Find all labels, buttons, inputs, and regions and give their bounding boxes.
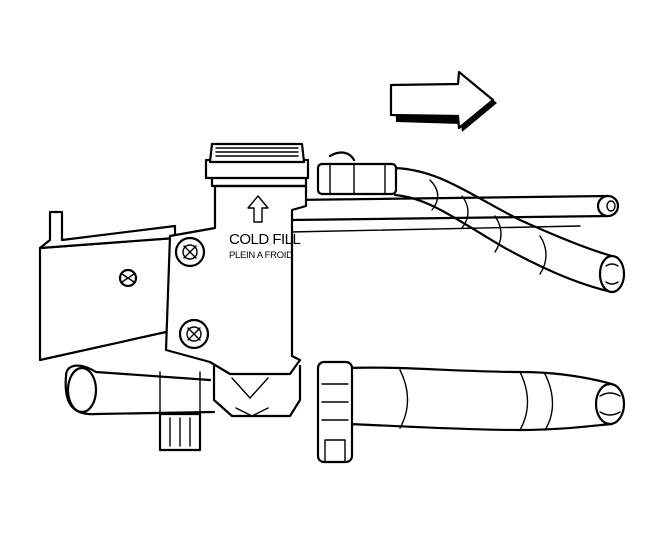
upper-hose-clamp — [316, 151, 398, 196]
lower-hose-clamp — [316, 360, 354, 464]
lower-hose — [346, 366, 626, 432]
upper-rod — [288, 194, 620, 222]
lower-rod — [289, 225, 581, 233]
left-lower-hose — [64, 364, 216, 421]
mounting-bracket — [38, 210, 177, 362]
plein-a-froid-label: PLEIN A FROID — [229, 250, 293, 261]
lower-mounting-bolt — [178, 318, 210, 350]
flow-direction-arrow-icon — [389, 70, 497, 132]
fill-level-arrow-icon — [247, 195, 269, 223]
upper-mounting-bolt — [174, 236, 206, 268]
filler-cap — [204, 142, 310, 188]
left-hose-clamp — [158, 412, 202, 452]
cold-fill-label: COLD FILL — [229, 231, 301, 248]
upper-hose — [393, 166, 626, 294]
reservoir-body — [164, 184, 308, 418]
